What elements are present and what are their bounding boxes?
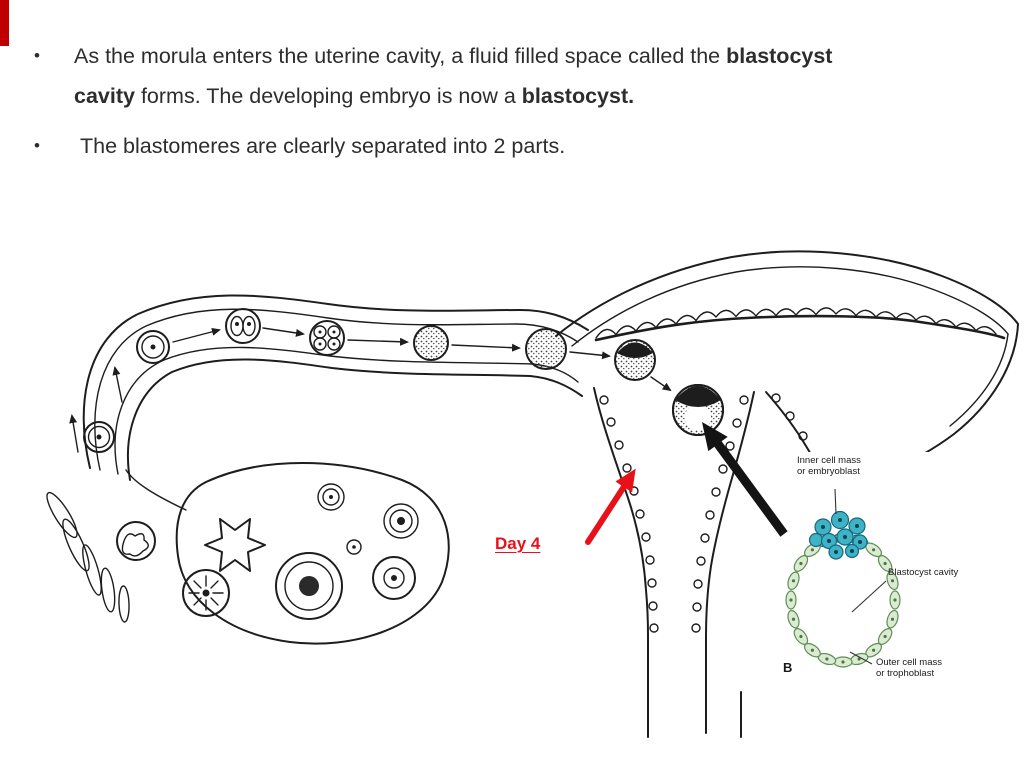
blastocyst-stage xyxy=(672,384,724,436)
uterus xyxy=(555,250,1019,738)
bullet-marker: • xyxy=(34,136,40,155)
follicle xyxy=(383,503,419,539)
blastocyst-inset xyxy=(779,452,1012,702)
endometrial-glands xyxy=(595,307,997,339)
corpus-luteum xyxy=(204,518,266,572)
stage-arrow xyxy=(347,337,409,346)
stage-arrow xyxy=(451,343,521,352)
cavity-left-wall xyxy=(593,387,649,637)
stage-arrow xyxy=(650,376,672,392)
bullet-item: • As the morula enters the uterine cavit… xyxy=(34,36,954,116)
path-arrow xyxy=(69,414,79,453)
follicle xyxy=(317,483,345,511)
cavity-right-wall xyxy=(705,391,755,639)
red-arrow xyxy=(585,468,636,545)
four-cell-stage xyxy=(309,320,345,356)
follicle xyxy=(372,556,416,600)
bullet-list: • As the morula enters the uterine cavit… xyxy=(34,36,954,176)
bullet-segment: forms. The developing embryo is now a xyxy=(134,84,522,108)
cervical-canal xyxy=(647,635,742,738)
inset-panel-letter: B xyxy=(783,660,793,675)
ovarian-ligament xyxy=(125,469,187,511)
corpus-albicans xyxy=(182,569,230,617)
blastocyst-cavity-label: Blastocyst cavity xyxy=(888,567,959,578)
bullet-item: • The blastomeres are clearly separated … xyxy=(34,126,954,166)
inner-cell-mass-label: Inner cell mass or embryoblast xyxy=(797,455,861,478)
zygote-stage xyxy=(136,330,170,364)
early-blastocyst-stage xyxy=(614,339,656,381)
black-arrow xyxy=(702,422,788,537)
bullet-text: As the morula enters the uterine cavity,… xyxy=(74,36,954,116)
cavity-right-branch xyxy=(765,391,813,457)
stage-arrow xyxy=(569,351,611,360)
ovary xyxy=(116,462,450,645)
outer-cell-mass-label: Outer cell mass or trophoblast xyxy=(876,657,942,680)
fimbriae xyxy=(46,491,130,623)
bullet-segment-bold: blastocyst cavity xyxy=(74,44,833,108)
leader-outer-cell-mass xyxy=(849,651,873,665)
morula-stage xyxy=(525,328,567,370)
two-cell-stage xyxy=(225,308,261,344)
cavity-right-glands xyxy=(691,395,749,633)
endometrium xyxy=(594,314,1006,342)
bullet-segment: The blastomeres are clearly separated in… xyxy=(74,134,566,158)
stage-arrow xyxy=(172,327,221,343)
leader-blastocyst-cavity xyxy=(851,580,887,613)
inner-cell-mass xyxy=(808,510,868,560)
degenerating-follicle xyxy=(116,521,156,561)
mature-follicle xyxy=(275,552,343,620)
early-morula-stage xyxy=(413,325,449,361)
bullet-text: The blastomeres are clearly separated in… xyxy=(74,126,954,166)
bullet-segment-bold: blastocyst. xyxy=(521,84,635,108)
stage-arrow xyxy=(262,327,305,337)
cavity-left-glands xyxy=(599,395,659,633)
bullet-marker: • xyxy=(34,46,40,65)
slide-accent-bar xyxy=(0,0,9,46)
bullet-segment: As the morula enters the uterine cavity,… xyxy=(74,44,727,68)
developmental-stages xyxy=(136,308,724,436)
ovulated-egg xyxy=(69,366,123,453)
path-arrow xyxy=(112,366,123,403)
day4-label: Day 4 xyxy=(495,534,541,553)
follicle xyxy=(346,539,362,555)
leader-inner-cell-mass xyxy=(834,488,837,515)
